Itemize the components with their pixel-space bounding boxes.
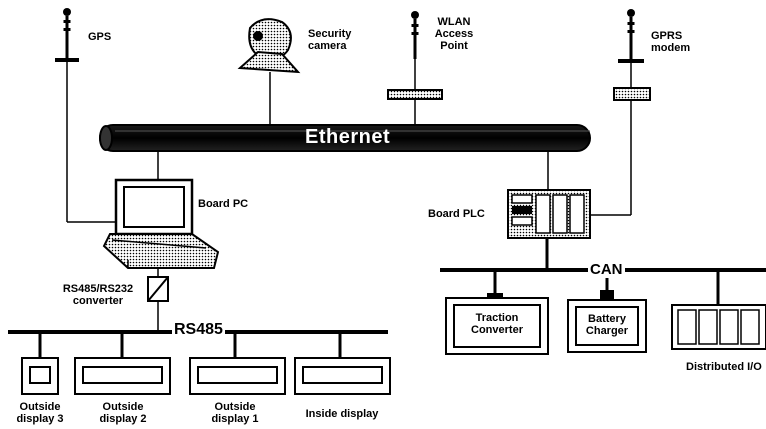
traction-converter-icon	[445, 293, 549, 355]
rs485-label: RS485	[172, 321, 225, 339]
can-label: CAN	[588, 261, 625, 278]
gps-label: GPS	[88, 31, 112, 43]
security-camera-icon	[237, 18, 301, 125]
outside-display-2-icon	[74, 357, 171, 395]
distributed-io-label: Distributed I/O	[686, 361, 762, 373]
ethernet-label: Ethernet	[305, 126, 391, 148]
board-pc-laptop-icon	[102, 151, 220, 277]
gps-antenna-icon	[55, 8, 135, 223]
outside-display-3-icon	[21, 357, 59, 395]
gprs-antenna-icon	[590, 9, 651, 216]
inside-display-label: Inside display	[305, 408, 379, 420]
board-pc-label: Board PC	[198, 198, 249, 210]
outside-display-1-icon	[189, 357, 286, 395]
battery-charger-icon	[567, 290, 647, 353]
ethernet-bus	[99, 124, 591, 152]
board-plc-icon	[507, 151, 591, 268]
board-plc-label: Board PLC	[428, 208, 485, 220]
wlan-antenna-icon	[387, 11, 443, 125]
distributed-io-icon	[671, 304, 766, 350]
rs485-rs232-converter-icon	[147, 276, 169, 332]
inside-display-icon	[294, 357, 391, 395]
